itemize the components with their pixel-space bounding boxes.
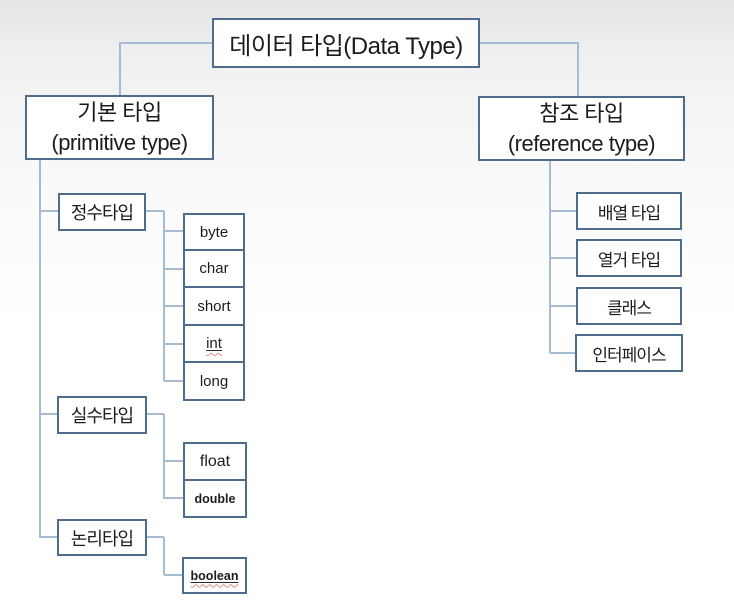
int-label: int [206,335,222,352]
connector [147,536,164,538]
connector [40,536,57,538]
connector [164,497,183,499]
floating-category-label: 실수타입 [70,406,134,426]
root-label: 데이터 타입(Data Type) [229,32,463,60]
boolean-label-wrap: boolean [191,569,239,583]
floating-category-box: 실수타입 [57,396,147,434]
connector [163,414,165,499]
enum-type-label: 열거 타입 [597,250,661,270]
logical-category-label: 논리타입 [70,528,134,549]
char-box: char [183,249,245,288]
byte-box: byte [183,213,245,251]
array-type-label: 배열 타입 [597,203,661,223]
connector [550,352,576,354]
connector [577,42,579,96]
integer-category-label: 정수타입 [70,203,134,223]
connector [119,42,121,95]
reference-label-ko: 참조 타입 [539,100,624,126]
char-label: char [199,260,229,277]
connector [40,413,57,415]
int-box: int [183,324,245,363]
long-box: long [183,361,245,401]
class-box: 클래스 [576,287,682,325]
connector [164,230,183,232]
reference-type-box: 참조 타입 (reference type) [478,96,685,161]
short-box: short [183,286,245,326]
connector [550,305,576,307]
connector [163,211,165,381]
connector [550,210,576,212]
boolean-box: boolean [182,557,247,594]
connector [164,574,182,576]
data-type-root-box: 데이터 타입(Data Type) [212,18,480,68]
interface-box: 인터페이스 [575,334,683,372]
long-label: long [199,372,229,390]
connector [164,343,183,345]
float-box: float [183,442,247,481]
short-label: short [197,297,231,315]
primitive-label-en: (primitive type) [51,129,188,155]
float-label: float [199,452,231,470]
connector [164,460,183,462]
array-type-box: 배열 타입 [576,192,682,230]
connector [550,257,576,259]
primitive-label-ko: 기본 타입 [77,99,162,125]
connector [480,42,578,44]
connector [120,42,212,44]
connector [164,268,183,270]
double-label: double [194,491,236,506]
integer-category-box: 정수타입 [58,193,146,231]
connector [40,210,58,212]
connector [147,413,164,415]
primitive-type-box: 기본 타입 (primitive type) [25,95,214,160]
connector [39,160,41,538]
logical-category-box: 논리타입 [57,519,147,556]
byte-label: byte [199,223,229,241]
connector [146,210,164,212]
connector [163,537,165,575]
double-box: double [183,479,247,518]
reference-label-en: (reference type) [507,130,656,156]
int-label-wrap: int [206,335,222,352]
class-label: 클래스 [607,298,652,318]
enum-type-box: 열거 타입 [576,239,682,277]
boolean-label: boolean [190,568,239,583]
connector [164,380,183,382]
connector [164,305,183,307]
interface-label: 인터페이스 [592,345,666,365]
